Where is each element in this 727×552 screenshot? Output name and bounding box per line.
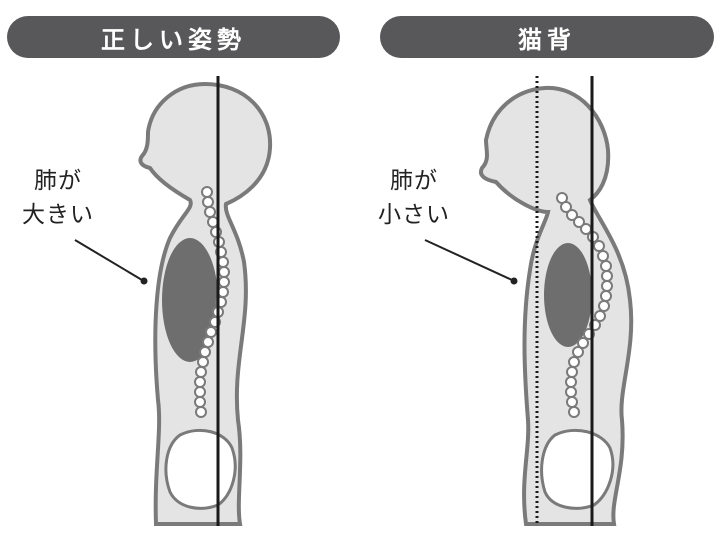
label-line-1: 肺が [390,168,438,194]
correct-posture-figure [74,76,273,526]
label-lungs-large: 肺が 大きい [22,164,94,232]
lung-large [162,238,218,362]
leader-line [424,239,513,281]
label-line-2: 小さい [378,202,450,228]
pelvis [540,428,615,510]
label-lungs-small: 肺が 小さい [378,164,450,232]
header-hunchback-title: 猫背 [518,25,576,54]
label-line-2: 大きい [22,202,94,228]
leader-dot [510,277,518,285]
leader-line [74,239,143,281]
lung-small [544,243,592,347]
header-correct-posture-title: 正しい姿勢 [101,25,246,54]
spine [556,192,613,418]
header-hunchback: 猫背 [380,16,714,58]
label-line-1: 肺が [34,168,82,194]
leader-dot [140,277,148,285]
pelvis [164,428,237,510]
hunchback-figure [424,76,634,526]
spine [194,186,230,418]
header-correct-posture: 正しい姿勢 [7,16,340,58]
